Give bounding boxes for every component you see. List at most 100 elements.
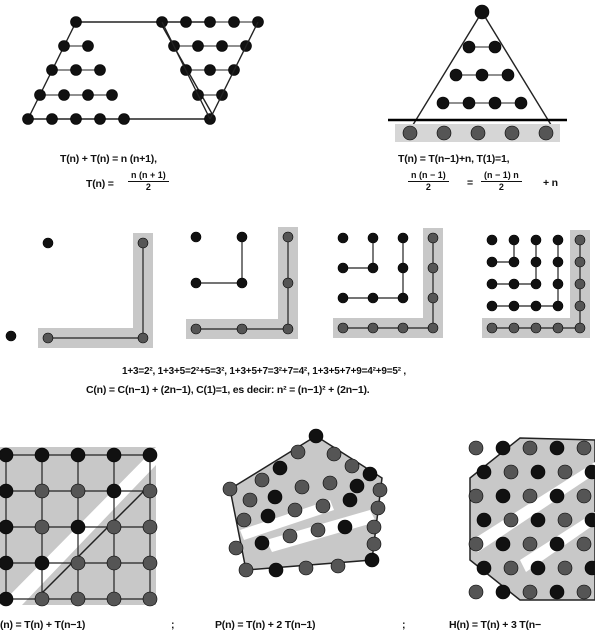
dot [205, 17, 216, 28]
dot [531, 465, 545, 479]
dot [0, 592, 13, 606]
dot [577, 441, 591, 455]
dot [23, 114, 34, 125]
dot [35, 556, 49, 570]
dot [368, 233, 378, 243]
dot [398, 263, 408, 273]
dot [35, 448, 49, 462]
dot [338, 233, 348, 243]
dot [450, 69, 462, 81]
dot [316, 499, 330, 513]
fraction-numerator: n (n + 1) [128, 170, 169, 182]
dot [345, 459, 359, 473]
dot [283, 529, 297, 543]
dot [71, 556, 85, 570]
square-recurrence-equation: C(n) = C(n−1) + (2n−1), C(1)=1, es decir… [86, 384, 370, 396]
dot [107, 520, 121, 534]
dot [469, 537, 483, 551]
dot [283, 232, 293, 242]
dot [193, 41, 204, 52]
pentagonal-number-formula: P(n) = T(n) + 2 T(n−1) [215, 619, 315, 631]
dot [243, 493, 257, 507]
dot [476, 69, 488, 81]
dot [531, 257, 541, 267]
dot [553, 235, 563, 245]
dot [191, 232, 201, 242]
dot [550, 585, 564, 599]
dot [205, 65, 216, 76]
dot [469, 489, 483, 503]
dot [309, 429, 323, 443]
dot [323, 476, 337, 490]
dot [47, 114, 58, 125]
separator: ; [402, 619, 405, 631]
hexagonal-number-formula: H(n) = T(n) + 3 T(n− [449, 619, 541, 631]
dot [338, 323, 348, 333]
dot [487, 257, 497, 267]
dot [368, 263, 378, 273]
dot [367, 537, 381, 551]
dot [338, 293, 348, 303]
dot [577, 585, 591, 599]
dot [269, 563, 283, 577]
dot [496, 489, 510, 503]
dot [191, 278, 201, 288]
dot [138, 238, 148, 248]
dot [477, 561, 491, 575]
dot [138, 333, 148, 343]
dot [229, 541, 243, 555]
dot [368, 323, 378, 333]
dot [6, 331, 16, 341]
dot [489, 97, 501, 109]
dot [463, 41, 475, 53]
dot [288, 503, 302, 517]
dot [575, 301, 585, 311]
dot [509, 257, 519, 267]
dot [509, 301, 519, 311]
dot [71, 65, 82, 76]
dot [71, 484, 85, 498]
dot [523, 441, 537, 455]
dot [95, 65, 106, 76]
dot [191, 324, 201, 334]
dot [577, 537, 591, 551]
dot [398, 323, 408, 333]
dot [47, 65, 58, 76]
dot [217, 41, 228, 52]
dot [143, 592, 157, 606]
dot [437, 97, 449, 109]
dot [35, 520, 49, 534]
dot [59, 41, 70, 52]
dot [553, 257, 563, 267]
dot [95, 114, 106, 125]
dot [181, 17, 192, 28]
equals-sign: = [467, 177, 473, 189]
dot [553, 323, 563, 333]
dot [71, 592, 85, 606]
dot [558, 513, 572, 527]
dot [428, 323, 438, 333]
dot [71, 448, 85, 462]
dot [119, 114, 130, 125]
dot [437, 126, 451, 140]
dot [531, 301, 541, 311]
dot [229, 17, 240, 28]
dot [237, 278, 247, 288]
dot [502, 69, 514, 81]
dot [35, 592, 49, 606]
dot [371, 501, 385, 515]
dot [35, 484, 49, 498]
triangle-formula-fraction: n (n + 1) 2 [128, 170, 169, 193]
plus-n-term: + n [543, 177, 558, 189]
dot [338, 263, 348, 273]
dot [496, 441, 510, 455]
odd-sum-identities: 1+3=2², 1+3+5=2²+5=3², 1+3+5+7=3²+7=4², … [122, 366, 406, 377]
dot [550, 489, 564, 503]
dot [0, 448, 13, 462]
dot [343, 493, 357, 507]
dot [509, 235, 519, 245]
dot [261, 509, 275, 523]
fraction-numerator: n (n − 1) [408, 170, 449, 182]
dot [509, 279, 519, 289]
